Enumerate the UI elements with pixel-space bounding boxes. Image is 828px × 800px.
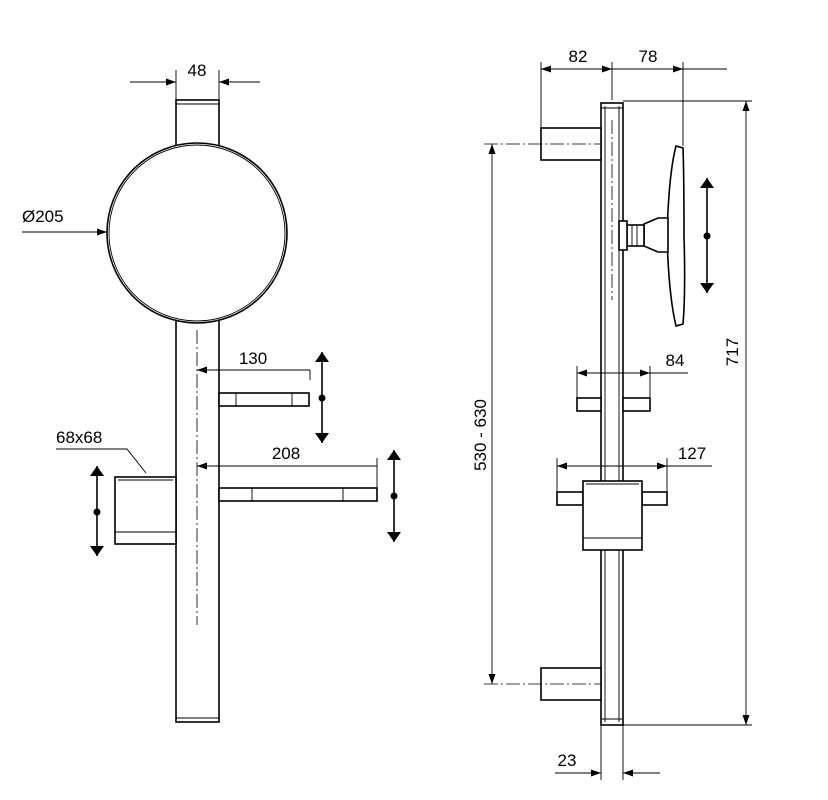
dim-shelf-large-label: 208 bbox=[272, 444, 300, 463]
dim-shelf-depth-label: 84 bbox=[666, 351, 685, 370]
dim-rail-width-label: 23 bbox=[558, 751, 577, 770]
dim-total-height: 717 bbox=[623, 100, 752, 726]
dim-shelf-small-label: 130 bbox=[239, 349, 267, 368]
dim-top-offsets: 82 78 bbox=[540, 47, 727, 146]
side-wall-bracket-bottom bbox=[484, 667, 602, 701]
side-mirror bbox=[618, 145, 714, 327]
dim-width-48: 48 bbox=[130, 61, 260, 100]
dim-width-label: 48 bbox=[188, 61, 207, 80]
side-cup: 127 bbox=[556, 444, 712, 551]
dim-fixing-range-label: 530 - 630 bbox=[471, 399, 490, 471]
front-shelf-small: 130 bbox=[197, 349, 329, 443]
dim-mirror-diameter-label: Ø205 bbox=[22, 207, 64, 226]
dim-total-height-label: 717 bbox=[723, 338, 742, 366]
dim-rail-width: 23 bbox=[555, 725, 660, 780]
dim-cup-label: 68x68 bbox=[56, 428, 102, 447]
dim-cup-depth-label: 127 bbox=[678, 444, 706, 463]
side-rail bbox=[600, 102, 624, 726]
front-cup: 68x68 bbox=[56, 428, 177, 556]
front-shelf-large: 208 bbox=[197, 444, 401, 542]
side-wall-bracket-top bbox=[484, 127, 602, 161]
side-shelf: 84 bbox=[576, 351, 688, 412]
dim-wall-offset-label: 82 bbox=[569, 47, 588, 66]
front-mirror: Ø205 bbox=[22, 142, 288, 324]
side-view: 82 78 530 - 630 bbox=[471, 47, 752, 780]
dim-mirror-offset-label: 78 bbox=[639, 47, 658, 66]
front-view: 48 Ø205 130 bbox=[22, 61, 401, 723]
dim-fixing-range: 530 - 630 bbox=[471, 144, 496, 684]
